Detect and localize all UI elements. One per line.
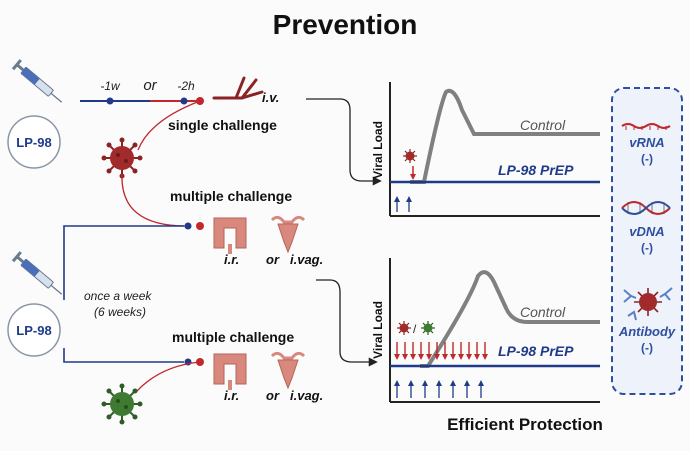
challenge-arrow [410,342,416,360]
dose-arrows [394,380,484,398]
readout-vrna-name: vRNA [629,135,664,150]
dosing-schedule-line1: once a week [84,289,152,303]
route-or-label-2: or [266,388,280,403]
dose-arrow [450,380,456,398]
multiple-challenge-label-2: multiple challenge [172,329,294,345]
challenge-arrow [394,342,400,360]
challenge-arrow [474,342,480,360]
dosing-bracket-bottom [64,348,184,362]
challenge-arrow [466,342,472,360]
dose-arrow [422,380,428,398]
virus-separator: / [413,322,417,336]
readout-vdna-name: vDNA [629,224,664,239]
drug-label-top: LP-98 [16,135,51,150]
route-ivag-label-2: i.vag. [290,388,323,403]
bottom-plot-virus-red-icon [397,321,411,335]
syringe-icon [12,59,66,107]
challenge-arrow [418,342,424,360]
top-prep-label: LP-98 PrEP [498,162,574,178]
uterus-icon [272,217,304,252]
uterus-icon-2 [272,353,304,388]
multiple-challenge-label-1: multiple challenge [170,188,292,204]
top-viral-load-plot: Viral Load Control LP-98 PrEP [371,82,600,216]
timepoint-1w-marker [107,98,114,105]
challenge-arrow [458,342,464,360]
vein-icon [214,78,262,98]
x-axis-label: Efficient Protection [447,415,603,434]
timepoint-2h-label: -2h [177,79,195,93]
bottom-plot-virus-green-icon [421,321,435,335]
figure-title: Prevention [273,9,418,40]
colon-icon [214,218,246,254]
readout-antibody-result: (-) [641,341,653,355]
challenge-arrow [426,342,432,360]
bottom-viral-load-plot: Viral Load Control LP-98 PrEP / [371,258,600,402]
dose-arrow [436,380,442,398]
dose-arrow [394,380,400,398]
challenge-arrow [450,342,456,360]
top-plot-virus-icon [403,149,417,163]
dose-arrow [478,380,484,398]
single-challenge-label: single challenge [168,117,277,133]
top-control-label: Control [520,117,566,133]
bottom-ylabel: Viral Load [371,301,385,359]
top-ylabel: Viral Load [371,121,385,179]
virus-red-icon [102,138,143,179]
route-iv-label: i.v. [262,90,279,105]
bottom-control-label: Control [520,304,566,320]
dose-arrow [464,380,470,398]
challenge-arrow [482,342,488,360]
timepoint-or-label: or [143,77,157,94]
timepoint-2h-marker [181,98,188,105]
route-ir-label-2: i.r. [224,388,239,403]
colon-icon-2 [214,354,246,390]
syringe-icon-bottom [12,251,66,299]
dosing-schedule-line2: (6 weeks) [94,305,146,319]
readout-vrna-result: (-) [641,152,653,166]
multiple-challenge-path-2 [136,362,200,392]
route-or-label-1: or [266,252,280,267]
dose-arrow [408,380,414,398]
top-flow-arrow [306,99,380,181]
challenge-arrow [402,342,408,360]
readout-antibody-name: Antibody [618,324,676,339]
bottom-flow-arrow [316,280,376,362]
bottom-prep-label: LP-98 PrEP [498,343,574,359]
virus-green-icon [102,384,143,425]
route-ivag-label-1: i.vag. [290,252,323,267]
timepoint-1w-label: -1w [100,79,121,93]
route-ir-label-1: i.r. [224,252,239,267]
readout-vdna-result: (-) [641,241,653,255]
drug-label-bottom: LP-98 [16,323,51,338]
